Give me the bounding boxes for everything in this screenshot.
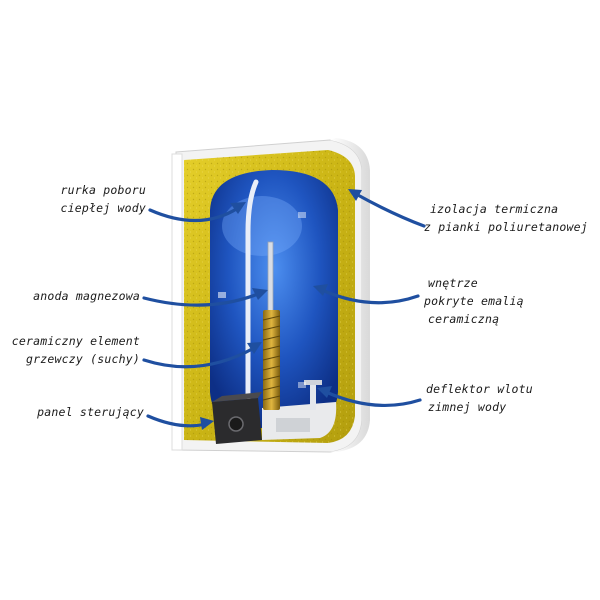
label-line: izolacja termiczna [430,202,558,216]
arrow-inlet-deflector [317,386,422,408]
label-tank-interior: wnętrze pokryte emalią ceramiczną [423,276,524,326]
label-hot-water-pipe: rurka poboru ciepłej wody [61,183,146,215]
label-line: ciepłej wody [61,201,146,215]
label-line: grzewczy (suchy) [26,352,140,366]
inner-tank [210,170,338,428]
thermostat-knob-icon [228,416,244,432]
tank-highlight [222,196,302,256]
casing-right-edge [330,138,370,452]
label-line: ceramiczną [428,312,499,326]
label-line: wnętrze [428,276,478,290]
label-ceramic-heater: ceramiczny element grzewczy (suchy) [12,334,140,366]
hot-water-pipe [245,179,259,411]
label-line: rurka poboru [61,183,146,197]
magnesium-anode [267,241,274,313]
label-line: zimnej wody [428,400,506,414]
arrow-insulation [348,189,426,228]
inlet-deflector [310,382,316,410]
arrow-control-panel [146,414,214,430]
label-inlet-deflector: deflektor wlotu zimnej wody [426,382,533,414]
label-line: deflektor wlotu [426,382,533,396]
label-control-panel: panel sterujący [36,405,144,419]
label-line: ceramiczny element [12,334,140,348]
label-line: pokryte emalią [423,294,524,308]
arrow-hot-water-pipe [148,202,246,223]
label-line: z pianki poliuretanowej [424,220,588,234]
casing-left-edge [171,153,183,451]
arrow-ceramic-heater [142,342,262,369]
label-line: anoda magnezowa [33,289,140,303]
ceramic-heating-element [263,310,280,410]
arrow-tank-interior [313,284,420,305]
arrow-magnesium-anode [142,288,268,307]
label-magnesium-anode: anoda magnezowa [33,289,140,303]
label-insulation: izolacja termiczna z pianki poliuretanow… [424,202,588,234]
label-line: panel sterujący [36,405,144,419]
